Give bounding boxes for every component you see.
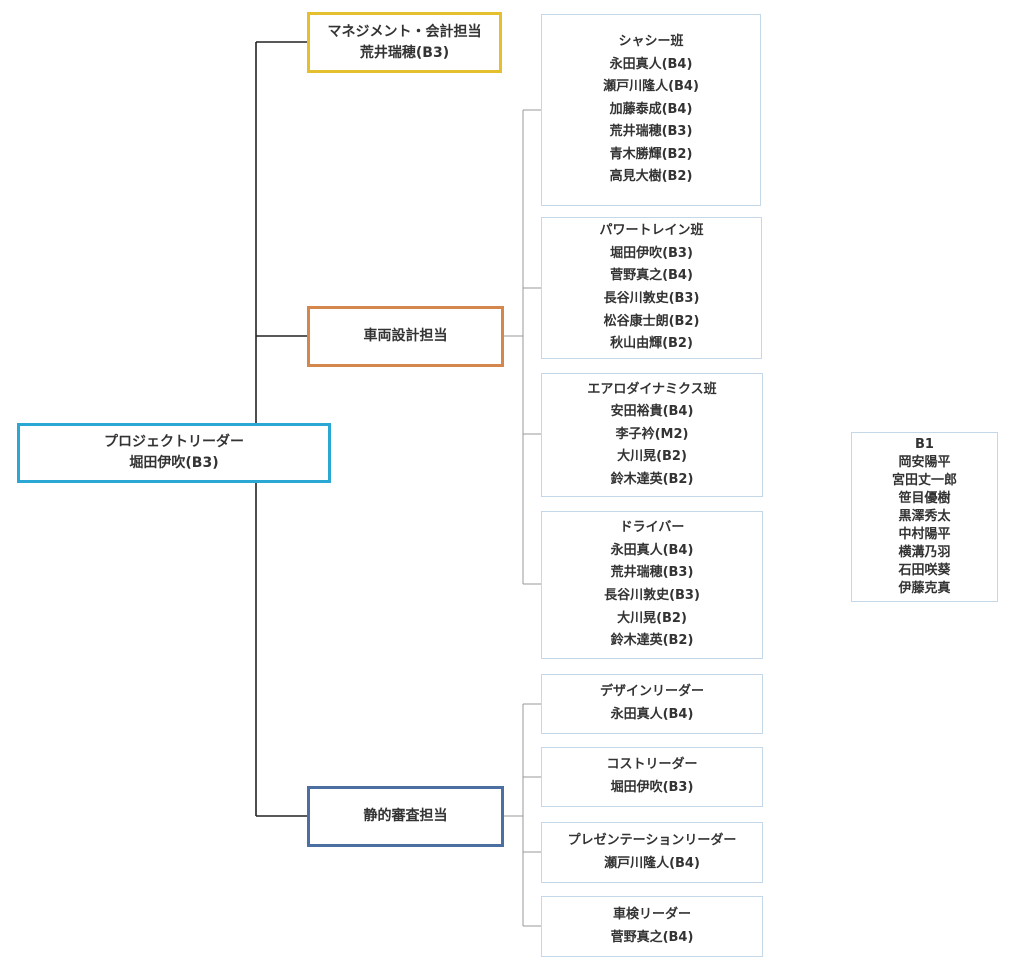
team-member: 大川晃(B2): [617, 610, 687, 626]
team-member: 松谷康士朗(B2): [603, 313, 700, 329]
role-name: 菅野真之(B4): [610, 929, 694, 945]
b1-members-box: B1 岡安陽平 宮田丈一郎 笹目優樹 黒澤秀太 中村陽平 横溝乃羽 石田咲葵 伊…: [851, 432, 998, 602]
team-member: 鈴木達英(B2): [610, 633, 694, 649]
team-powertrain-box: パワートレイン班 堀田伊吹(B3) 菅野真之(B4) 長谷川敦史(B3) 松谷康…: [541, 217, 762, 359]
role-design-leader-box: デザインリーダー 永田真人(B4): [541, 674, 763, 734]
team-member: 加藤泰成(B4): [609, 101, 693, 117]
team-title: シャシー班: [618, 33, 684, 49]
role-title: コストリーダー: [606, 757, 698, 773]
team-member: 堀田伊吹(B3): [610, 245, 693, 261]
b1-title: B1: [915, 437, 934, 452]
team-member: 安田裕貴(B4): [610, 404, 694, 420]
team-title: パワートレイン班: [599, 223, 704, 239]
team-driver-box: ドライバー 永田真人(B4) 荒井瑞穂(B3) 長谷川敦史(B3) 大川晃(B2…: [541, 511, 763, 659]
role-presentation-leader-box: プレゼンテーションリーダー 瀬戸川隆人(B4): [541, 822, 763, 883]
b1-member: 伊藤克真: [898, 581, 951, 596]
team-member: 鈴木達英(B2): [610, 471, 694, 487]
b1-member: 笹目優樹: [898, 491, 951, 506]
b1-member: 黒澤秀太: [898, 509, 951, 524]
role-name: 瀬戸川隆人(B4): [604, 855, 700, 871]
b1-member: 石田咲葵: [898, 563, 951, 578]
team-title: ドライバー: [619, 520, 685, 536]
management-name: 荒井瑞穂(B3): [359, 44, 450, 61]
project-leader-box: プロジェクトリーダー 堀田伊吹(B3): [17, 423, 331, 483]
role-title: 車検リーダー: [612, 906, 691, 922]
static-review-title: 静的審査担当: [363, 808, 448, 824]
team-member: 大川晃(B2): [617, 449, 687, 465]
role-inspection-leader-box: 車検リーダー 菅野真之(B4): [541, 896, 763, 957]
role-title: プレゼンテーションリーダー: [567, 832, 737, 848]
team-member: 青木勝輝(B2): [609, 146, 693, 162]
team-aero-box: エアロダイナミクス班 安田裕貴(B4) 李子衿(M2) 大川晃(B2) 鈴木達英…: [541, 373, 763, 497]
team-title: エアロダイナミクス班: [587, 381, 717, 397]
team-member: 長谷川敦史(B3): [603, 291, 700, 306]
b1-member: 中村陽平: [898, 527, 951, 542]
static-review-box: 静的審査担当: [307, 786, 504, 847]
project-leader-title: プロジェクトリーダー: [104, 434, 244, 450]
team-member: 瀬戸川隆人(B4): [603, 79, 699, 95]
team-member: 菅野真之(B4): [610, 268, 693, 284]
management-box: マネジメント・会計担当 荒井瑞穂(B3): [307, 12, 502, 73]
b1-member: 宮田丈一郎: [891, 473, 957, 488]
role-name: 堀田伊吹(B3): [610, 780, 694, 795]
team-member: 荒井瑞穂(B3): [609, 124, 693, 140]
vehicle-design-box: 車両設計担当: [307, 306, 504, 367]
b1-member: 岡安陽平: [898, 455, 951, 470]
management-title: マネジメント・会計担当: [327, 23, 482, 40]
role-name: 永田真人(B4): [610, 707, 694, 722]
role-title: デザインリーダー: [599, 684, 704, 700]
team-member: 高見大樹(B2): [609, 169, 693, 185]
vehicle-design-title: 車両設計担当: [363, 328, 448, 344]
team-member: 荒井瑞穂(B3): [610, 565, 694, 581]
team-member: 永田真人(B4): [609, 56, 693, 72]
team-member: 秋山由輝(B2): [610, 336, 693, 352]
team-chassis-box: シャシー班 永田真人(B4) 瀬戸川隆人(B4) 加藤泰成(B4) 荒井瑞穂(B…: [541, 14, 761, 206]
role-cost-leader-box: コストリーダー 堀田伊吹(B3): [541, 747, 763, 807]
team-member: 李子衿(M2): [615, 426, 689, 442]
project-leader-name: 堀田伊吹(B3): [129, 455, 219, 471]
b1-member: 横溝乃羽: [898, 545, 951, 560]
team-member: 永田真人(B4): [610, 542, 694, 558]
team-member: 長谷川敦史(B3): [604, 588, 700, 603]
